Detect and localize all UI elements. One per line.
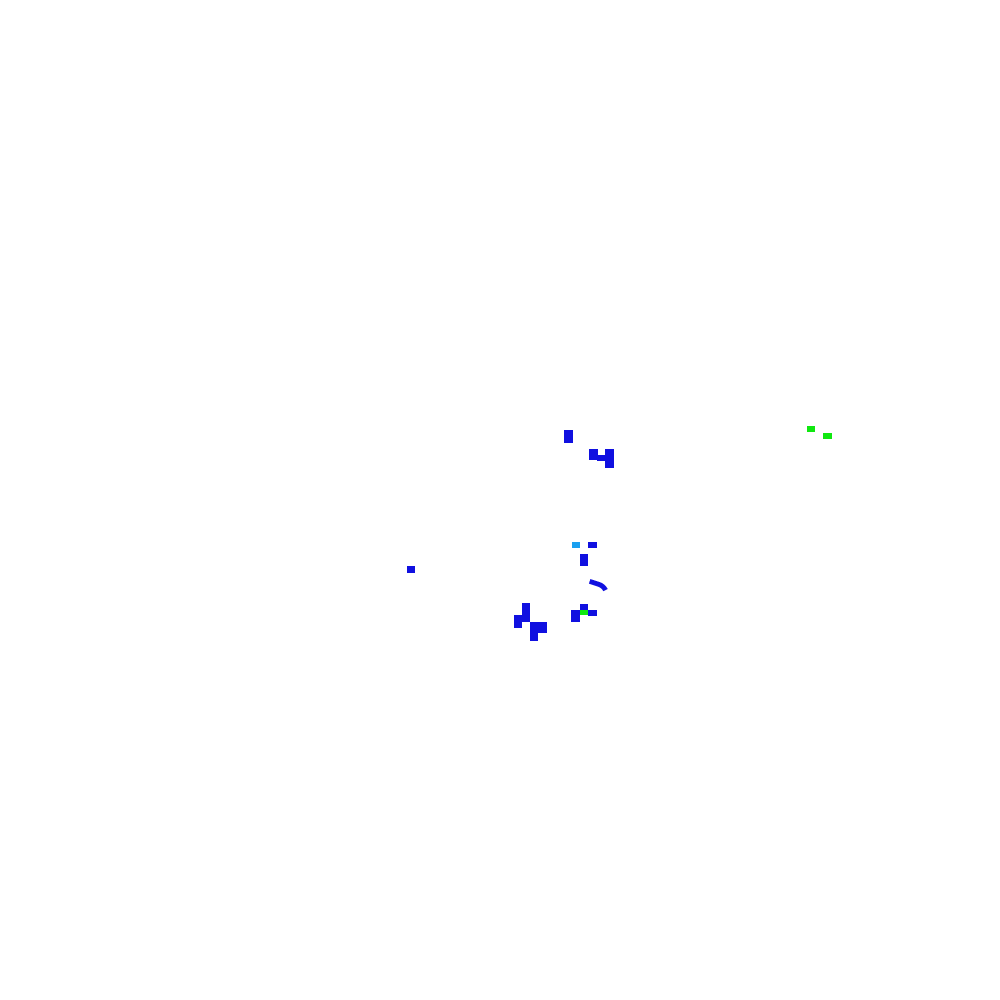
green-pixel-block [823,433,832,439]
blue-pixel-block [407,566,415,573]
blue-pixel-block [564,430,573,443]
blue-pixel-block [522,603,530,615]
green-pixel-block [580,610,588,615]
blue-pixel-block [580,554,588,566]
blue-pixel-block [580,604,588,610]
blue-pixel-block [589,449,598,460]
blue-pixel-block [530,633,538,641]
cyan-pixel-block [572,542,580,548]
green-pixel-block [807,426,815,432]
blue-pixel-block [605,449,614,468]
blue-pixel-block [530,622,547,633]
blue-pixel-block [597,455,605,461]
blue-pixel-block [588,610,597,616]
blue-pixel-block [571,610,580,622]
blue-pixel-block [514,622,522,628]
blue-pixel-block [514,615,530,622]
blue-pixel-block [588,542,597,548]
